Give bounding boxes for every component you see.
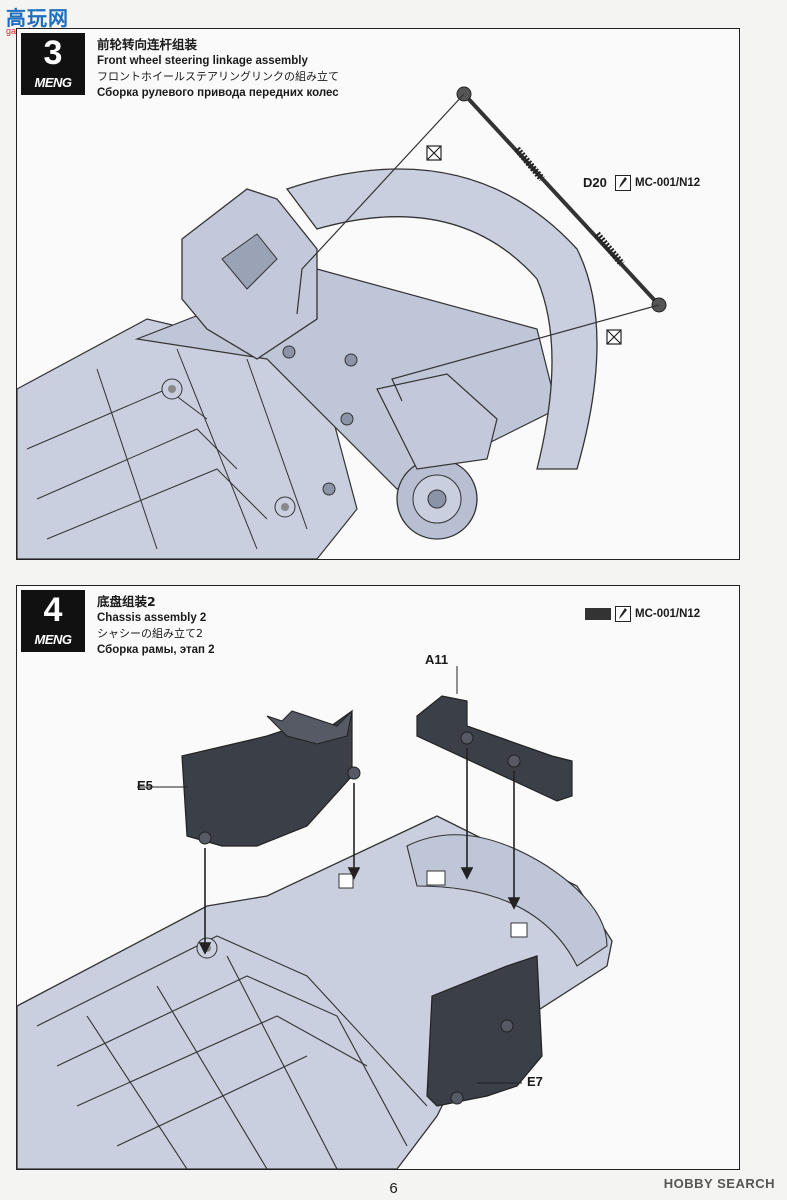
part-label-e5: E5	[137, 778, 153, 793]
step-4-badge: 4 MENG	[21, 590, 85, 652]
part-label-e7: E7	[527, 1074, 543, 1089]
step-4-titles: 底盘组装2 Chassis assembly 2 シャシーの組み立て2 Сбор…	[97, 594, 215, 658]
step-4-illustration	[17, 586, 739, 1169]
color-swatch	[585, 608, 611, 620]
step-3-badge: 3 MENG	[21, 33, 85, 95]
step-number: 4	[43, 591, 63, 629]
title-jp: シャシーの組み立て2	[97, 627, 203, 640]
brush-icon	[615, 175, 631, 191]
title-en: Chassis assembly 2	[97, 612, 207, 624]
part-label-a11: A11	[425, 652, 449, 667]
paint-callout: MC-001/N12	[615, 175, 700, 191]
step-number: 3	[43, 34, 63, 72]
paint-callout: MC-001/N12	[585, 606, 700, 622]
step-3-titles: 前轮转向连杆组装 Front wheel steering linkage as…	[97, 37, 339, 101]
paint-code: MC-001/N12	[635, 177, 701, 189]
brand-logo: MENG	[34, 632, 73, 647]
step-3-panel: 3 MENG 前轮转向连杆组装 Front wheel steering lin…	[16, 28, 740, 560]
title-ru: Сборка рамы, этап 2	[97, 644, 215, 656]
title-ru: Сборка рулевого привода передних колес	[97, 87, 339, 99]
watermark-hobby-search: HOBBY SEARCH	[663, 1176, 775, 1191]
title-jp: フロントホイールステアリングリンクの組み立て	[97, 70, 339, 83]
brush-icon	[615, 606, 631, 622]
paint-code: MC-001/N12	[635, 608, 701, 620]
part-label-d20: D20	[583, 175, 607, 190]
title-cn: 底盘组装2	[97, 594, 156, 609]
title-cn: 前轮转向连杆组装	[97, 37, 198, 52]
title-en: Front wheel steering linkage assembly	[97, 55, 308, 67]
step-4-panel: 4 MENG 底盘组装2 Chassis assembly 2 シャシーの組み立…	[16, 585, 740, 1170]
brand-logo: MENG	[34, 75, 73, 90]
page-number: 6	[389, 1180, 398, 1197]
step-3-illustration	[17, 29, 739, 559]
